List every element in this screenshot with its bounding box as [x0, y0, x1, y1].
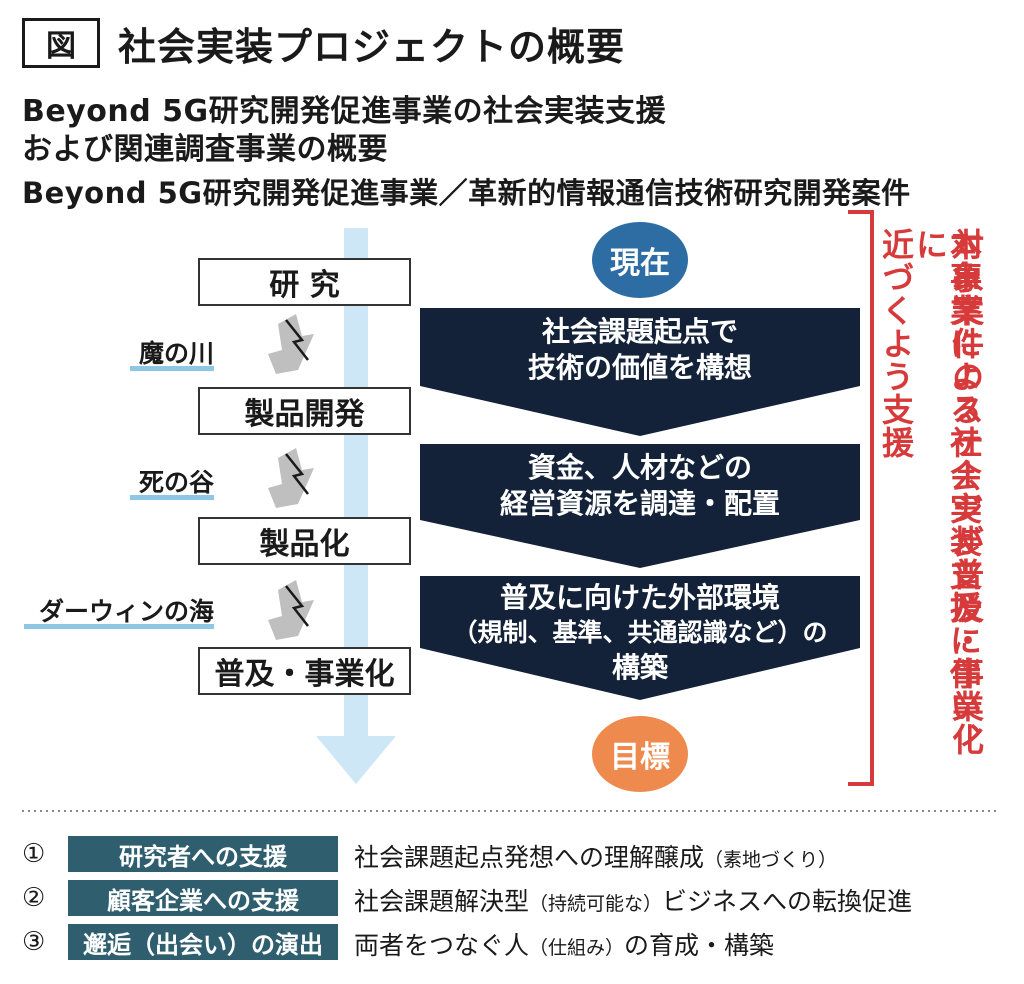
stage-product-development: 製品開発	[198, 387, 411, 435]
support-description: 社会課題起点発想への理解醸成（素地づくり）	[354, 843, 838, 872]
support-number: ③	[22, 927, 46, 957]
hurdle-underline	[24, 624, 214, 629]
stage-productization: 製品化	[198, 517, 411, 565]
subtitle-line3: Beyond 5G研究開発促進事業／革新的情報通信技術研究開発案件	[22, 176, 911, 210]
stage-research: 研 究	[198, 258, 411, 306]
subtitle-line1: Beyond 5G研究開発促進事業の社会実装支援	[22, 94, 667, 129]
support-description: 社会課題解決型（持続可能な）ビジネスへの転換促進	[354, 887, 913, 916]
progress-arrow	[316, 228, 396, 784]
lightning-icon	[268, 580, 314, 640]
support-label-customers: 顧客企業への支援	[68, 880, 338, 916]
lightning-icon	[268, 314, 314, 374]
lightning-icon	[268, 448, 314, 508]
side-note-col1: 本事業による社会実装支援に伴い、	[945, 228, 983, 756]
page-title: 社会実装プロジェクトの概要	[118, 25, 626, 69]
chevron-step-1	[420, 308, 860, 436]
hurdle-underline	[130, 366, 214, 371]
support-description: 両者をつなぐ人（仕組み）の育成・構築	[354, 931, 775, 960]
support-number: ①	[22, 839, 46, 869]
step-2-text: 資金、人材などの経営資源を調達・配置	[499, 451, 780, 520]
support-number: ②	[22, 883, 46, 913]
support-label-encounter: 邂逅（出会い）の演出	[68, 924, 338, 960]
hurdle-underline	[130, 495, 214, 500]
support-label-researchers: 研究者への支援	[68, 836, 338, 872]
figure-tag: 図	[22, 18, 100, 68]
side-note-col3: 近づくよう支援	[877, 228, 915, 459]
subtitle-line2: および関連調査事業の概要	[22, 132, 388, 167]
side-bracket	[848, 210, 874, 786]
hurdle-label: 魔の川	[138, 339, 214, 368]
current-badge: 現在	[592, 222, 688, 298]
step-3-text: 普及に向けた外部環境（規制、基準、共通認識など）の構築	[452, 581, 828, 684]
chevron-step-3	[420, 576, 860, 700]
hurdle-label: ダーウィンの海	[38, 597, 214, 626]
step-1-text: 社会課題起点で技術の価値を構想	[527, 315, 752, 384]
hurdle-label: 死の谷	[138, 468, 214, 497]
stage-commercialization: 普及・事業化	[198, 647, 411, 695]
side-note-col2: 対象案件のステージが普及・事業化に	[911, 228, 985, 756]
goal-badge: 目標	[592, 716, 688, 792]
chevron-step-2	[420, 444, 860, 568]
